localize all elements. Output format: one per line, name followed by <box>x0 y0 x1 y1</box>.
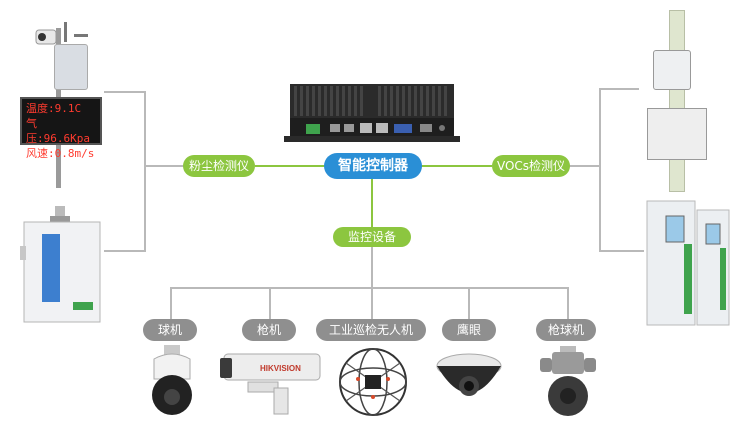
camera-drop-3 <box>371 287 373 321</box>
vocs-control-box-icon <box>647 108 707 160</box>
camera-drop-5 <box>567 287 569 321</box>
controller-down-line <box>371 176 373 228</box>
camera-label-bullet: 枪机 <box>242 319 296 341</box>
camera-label-eagle-eye: 鹰眼 <box>442 319 496 341</box>
led-line-temperature: 温度:9.1C <box>26 102 82 115</box>
brand-logo: HIKVISION <box>260 364 301 373</box>
right-green-line <box>420 165 492 167</box>
left-bracket-bottom <box>104 250 146 252</box>
bullet-dome-camera-icon <box>540 346 596 416</box>
camera-label-dome: 球机 <box>143 319 197 341</box>
camera-on-pole-icon <box>35 22 88 45</box>
left-bracket-vertical <box>144 91 146 251</box>
camera-drop-1 <box>170 287 172 321</box>
controller-label: 智能控制器 <box>324 153 422 179</box>
camera-drop-2 <box>269 287 271 321</box>
left-connector <box>144 165 184 167</box>
vocs-detector-label: VOCs检测仪 <box>492 155 570 177</box>
led-line-pressure: 气压:96.6Kpa <box>26 117 90 145</box>
camera-label-drone: 工业巡检无人机 <box>316 319 426 341</box>
dust-detector-cabinet-icon <box>20 206 101 323</box>
inspection-drone-icon <box>339 348 407 416</box>
left-green-line <box>255 165 325 167</box>
vocs-pole <box>669 10 685 192</box>
dome-ptz-camera-icon <box>152 345 192 415</box>
right-bracket-bottom <box>599 250 644 252</box>
camera-label-bullet-dome: 枪球机 <box>536 319 596 341</box>
monitor-down-line <box>371 244 373 288</box>
vocs-cabinet-icon <box>646 200 730 326</box>
led-display-board: 温度:9.1C 气压:96.6Kpa 风速:0.8m/s <box>20 97 102 160</box>
camera-bus-line <box>170 287 569 289</box>
bullet-camera-icon: HIKVISION <box>220 353 321 415</box>
smart-controller-icon <box>284 84 460 142</box>
camera-drop-4 <box>468 287 470 321</box>
right-bracket-vertical <box>599 88 601 252</box>
dust-detector-label: 粉尘检测仪 <box>183 155 255 177</box>
weather-station-sensor-icon <box>54 44 88 90</box>
right-bracket-top <box>599 88 639 90</box>
vocs-sensor-box-icon <box>653 50 691 90</box>
fisheye-camera-icon <box>436 353 502 396</box>
monitoring-equipment-label: 监控设备 <box>333 227 411 247</box>
right-connector <box>568 165 601 167</box>
left-bracket-top <box>104 91 146 93</box>
led-line-wind: 风速:0.8m/s <box>26 147 95 160</box>
